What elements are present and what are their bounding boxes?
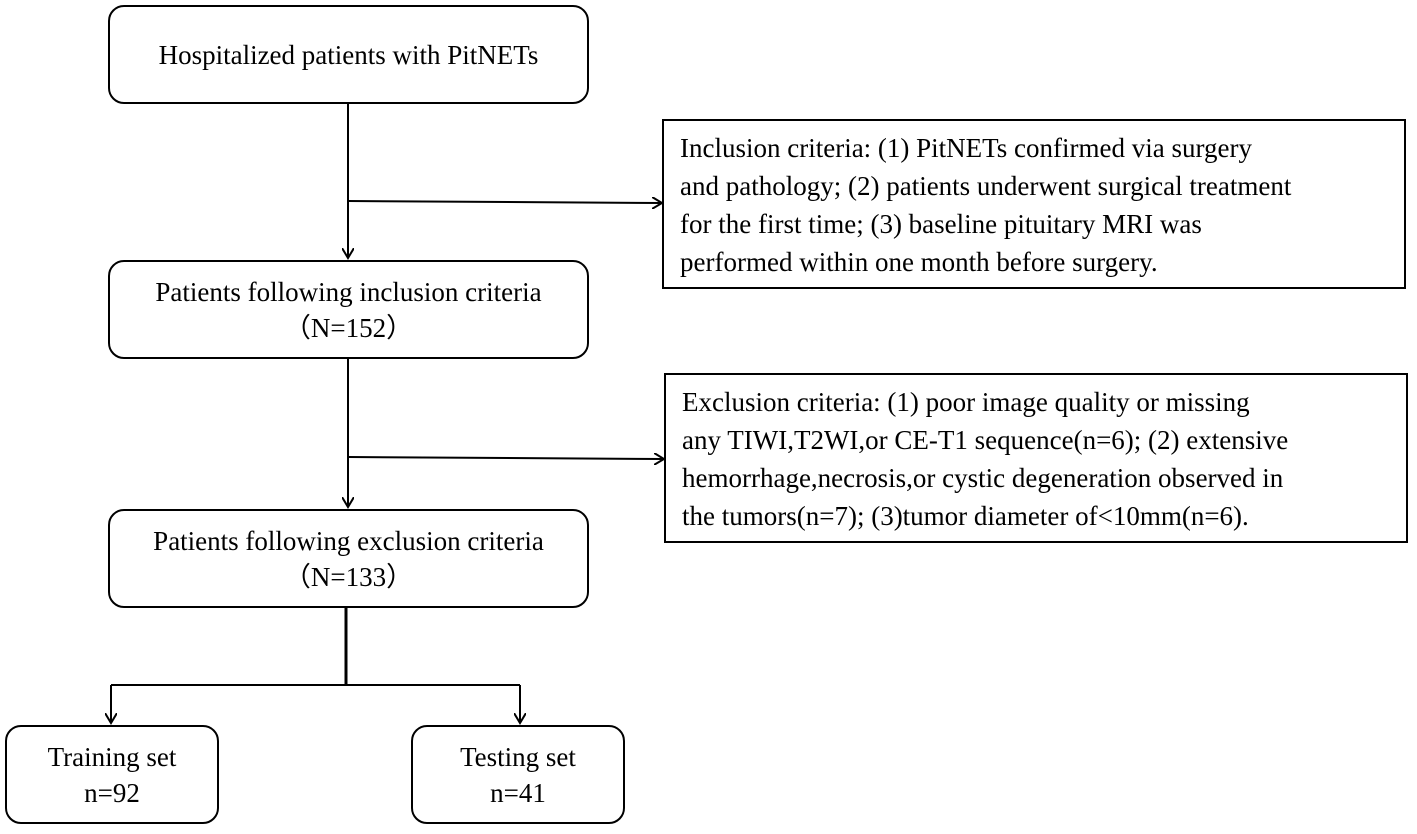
exclusion-criteria-box: Exclusion criteria: (1) poor image quali… [664,373,1408,543]
exclusion-criteria-line: any TIWI,T2WI,or CE-T1 sequence(n=6); (2… [682,425,1289,455]
inclusion-criteria-line: Inclusion criteria: (1) PitNETs confirme… [680,133,1252,163]
inclusion-label: Patients following inclusion criteria [155,276,542,307]
testing-box: Testing set n=41 [411,725,625,824]
start-label: Hospitalized patients with PitNETs [158,39,539,70]
exclusion-label: Patients following exclusion criteria [153,525,544,556]
exclusion-box: Patients following exclusion criteria （N… [108,509,589,608]
inclusion-count: （N=152） [283,312,414,343]
inclusion-box: Patients following inclusion criteria （N… [108,260,589,359]
inclusion-criteria-line: for the first time; (3) baseline pituita… [680,209,1202,239]
exclusion-criteria-line: the tumors(n=7); (3)tumor diameter of<10… [682,501,1249,531]
inclusion-criteria-box: Inclusion criteria: (1) PitNETs confirme… [662,119,1406,289]
inclusion-criteria-line: and pathology; (2) patients underwent su… [680,171,1292,201]
training-label: Training set [47,741,177,772]
exclusion-criteria-line: Exclusion criteria: (1) poor image quali… [682,387,1250,417]
training-box: Training set n=92 [5,725,219,824]
start-box: Hospitalized patients with PitNETs [108,5,589,104]
exclusion-criteria-line: hemorrhage,necrosis,or cystic degenerati… [682,463,1284,493]
inclusion-criteria-line: performed within one month before surger… [680,247,1158,277]
testing-count: n=41 [490,777,546,808]
testing-label: Testing set [460,741,576,772]
connector-to-exclusion-criteria [347,457,664,459]
training-count: n=92 [84,777,140,808]
connector-to-inclusion-criteria [347,201,662,203]
exclusion-count: （N=133） [283,561,414,592]
